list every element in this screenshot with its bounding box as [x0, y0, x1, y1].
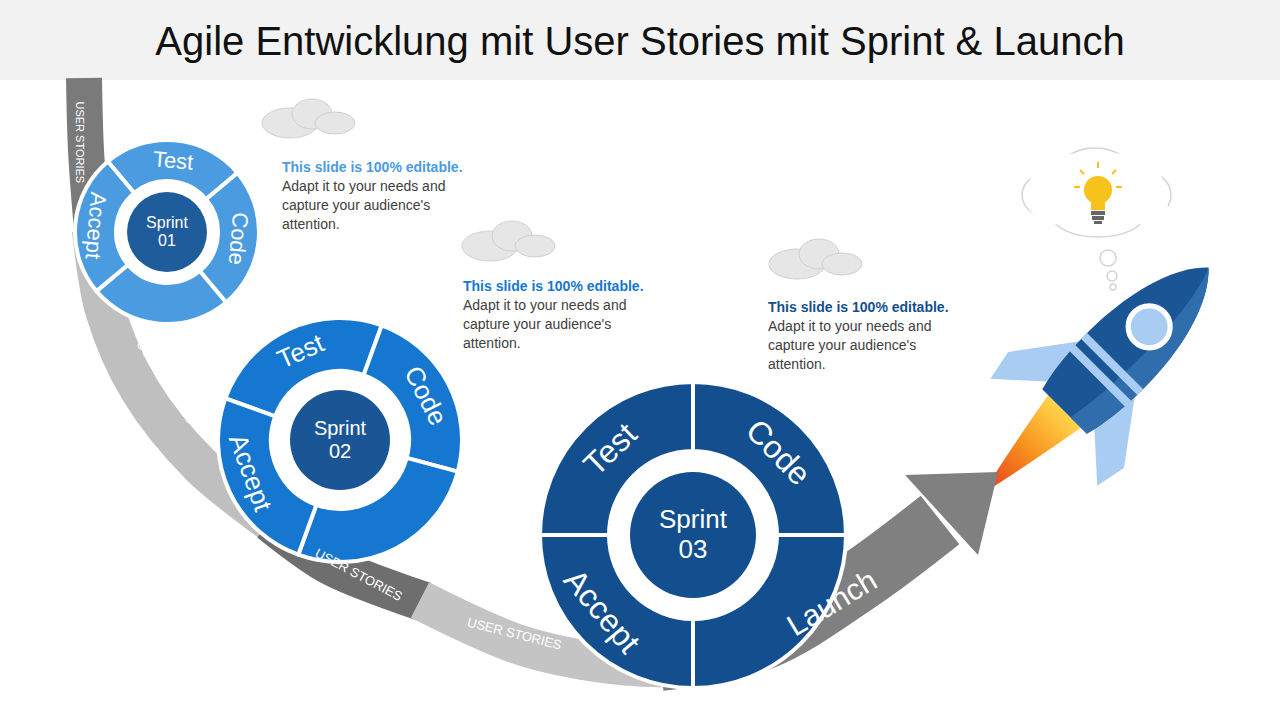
ring-segment: Test [152, 146, 194, 175]
user-stories-band: USER STORIES [74, 101, 87, 183]
cloud [262, 99, 355, 138]
sprint-center [630, 472, 756, 598]
node-text: Test [273, 329, 329, 376]
node-text: Accept [556, 562, 647, 661]
thought-cloud [1022, 148, 1171, 290]
ring-segment: Accept [80, 191, 111, 260]
sprint-center [127, 192, 207, 272]
node-text: Sprint 02 [314, 417, 366, 463]
cloud [769, 239, 862, 279]
node-text: Accept [222, 430, 277, 515]
ring-segment: Test [576, 416, 644, 483]
ring-segment: Test [273, 329, 329, 376]
note-heading: This slide is 100% editable. [282, 158, 487, 177]
note-body: Adapt it to your needs and capture your … [282, 177, 487, 234]
user-stories-band: USER STORIES [312, 546, 404, 605]
note-body: Adapt it to your needs and capture your … [768, 317, 973, 374]
lightbulb [1074, 162, 1122, 224]
sprint-center [290, 390, 390, 490]
ring-segment: Code [224, 211, 254, 266]
ring-segment: Code [398, 362, 453, 431]
user-stories-band: USER STORIES [465, 615, 562, 653]
cloud [462, 221, 555, 261]
node-text: Launch [781, 563, 883, 643]
node-text: USER STORIES [132, 337, 197, 426]
note-heading: This slide is 100% editable. [768, 298, 973, 317]
node-text: Test [152, 146, 194, 175]
node-text: Code [224, 211, 254, 266]
sprint-ring [218, 318, 462, 562]
note-body: Adapt it to your needs and capture your … [463, 296, 668, 353]
user-stories-band: USER STORIES [132, 337, 197, 426]
sprint-center: Sprint 02 [314, 417, 366, 463]
node-text: Code [398, 362, 453, 431]
note-heading: This slide is 100% editable. [463, 277, 668, 296]
launch-arrow: Launch [781, 563, 883, 643]
node-text: Sprint 03 [659, 505, 727, 565]
sprint-center: Sprint 01 [146, 214, 188, 251]
title-bar [0, 0, 1280, 80]
node-text: USER STORIES [74, 101, 87, 183]
sprint-ring [540, 382, 846, 688]
node-text: Code [739, 412, 819, 493]
sprint-center: Sprint 03 [659, 505, 727, 565]
sprint-ring [75, 140, 259, 324]
node-text: Test [576, 416, 644, 483]
title: Agile Entwicklung mit User Stories mit S… [0, 0, 1280, 80]
node-text: USER STORIES [312, 546, 404, 605]
node-text: Sprint 01 [146, 214, 188, 251]
ring-segment: Accept [556, 562, 647, 661]
node-text: Accept [80, 191, 111, 260]
node-text: USER STORIES [465, 615, 562, 653]
launch-arrow-head [905, 472, 998, 555]
ring-segment: Code [739, 412, 819, 493]
ring-segment: Accept [222, 430, 277, 515]
